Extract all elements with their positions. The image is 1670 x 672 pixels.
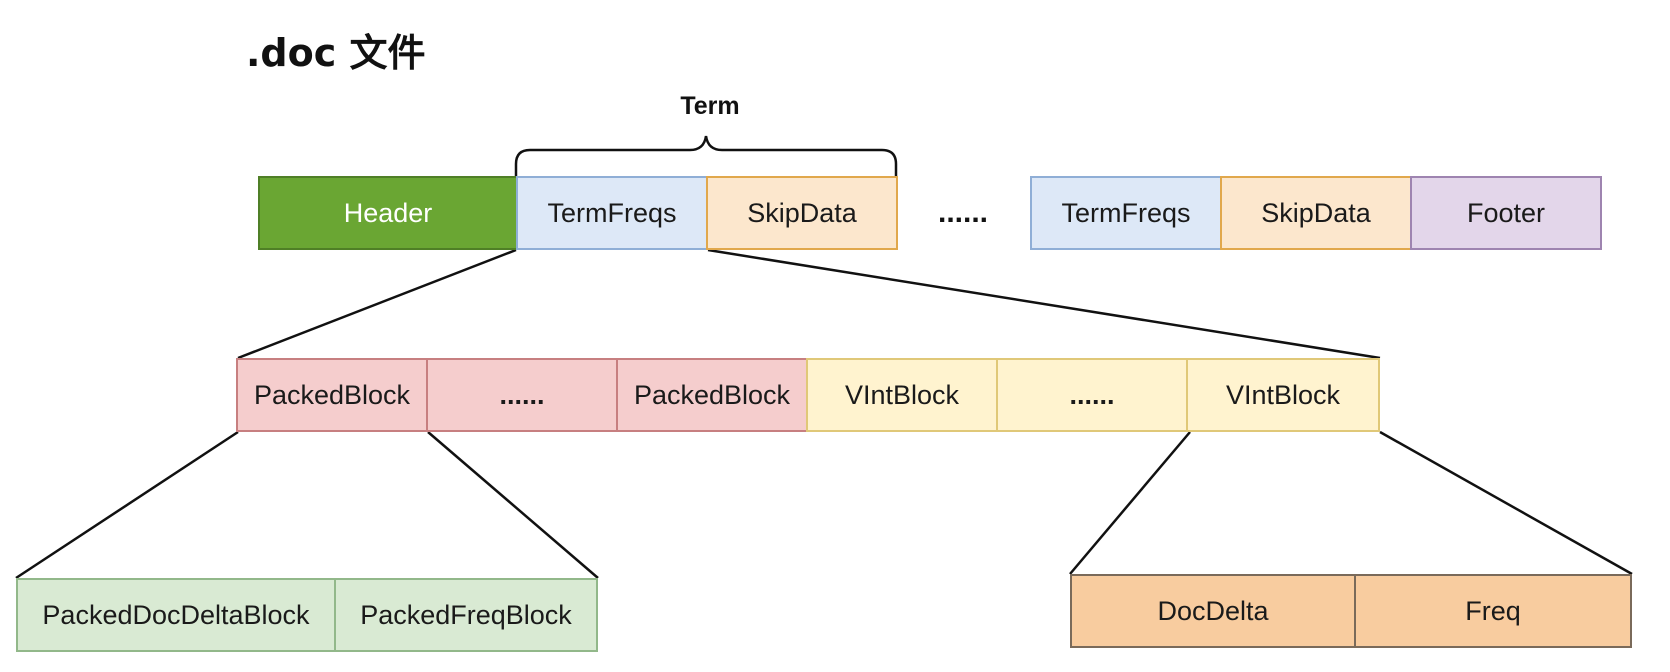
header-block-label: Header — [343, 197, 433, 228]
packed-block-2-label: PackedBlock — [633, 379, 791, 410]
vint-block-ellipsis: ...... — [996, 358, 1188, 432]
term-freqs-block: TermFreqs — [516, 176, 708, 250]
packed-block-ellipsis-label: ...... — [499, 379, 545, 410]
doc-delta-block: DocDelta — [1070, 574, 1356, 648]
vint-block-2: VIntBlock — [1186, 358, 1380, 432]
packed-block-ellipsis: ...... — [426, 358, 618, 432]
top-row-ellipsis: ...... — [938, 196, 989, 229]
doc-delta-label: DocDelta — [1157, 595, 1269, 626]
packed-block-1-label: PackedBlock — [253, 379, 411, 410]
skip-data-block: SkipData — [706, 176, 898, 250]
vint-block-2-label: VIntBlock — [1225, 379, 1341, 410]
freq-label: Freq — [1465, 595, 1521, 626]
footer-label: Footer — [1466, 197, 1546, 228]
term-brace — [514, 135, 898, 176]
packed-block-1: PackedBlock — [236, 358, 428, 432]
skip-data-label-2: SkipData — [1261, 197, 1371, 228]
skip-data-block-2: SkipData — [1220, 176, 1412, 250]
connector-line — [15, 430, 239, 580]
connector-line — [707, 248, 1381, 360]
header-block: Header — [258, 176, 518, 250]
term-label: Term — [680, 92, 740, 120]
freq-block: Freq — [1354, 574, 1632, 648]
packed-freq-block-label: PackedFreqBlock — [360, 599, 572, 630]
vint-block-1: VIntBlock — [806, 358, 998, 432]
footer-block: Footer — [1410, 176, 1602, 250]
term-freqs-label: TermFreqs — [547, 197, 677, 228]
vint-block-ellipsis-label: ...... — [1069, 379, 1115, 410]
packed-doc-delta-block: PackedDocDeltaBlock — [16, 578, 336, 652]
packed-freq-block: PackedFreqBlock — [334, 578, 598, 652]
connector-line — [1069, 431, 1191, 575]
term-freqs-block-2: TermFreqs — [1030, 176, 1222, 250]
vint-block-1-label: VIntBlock — [844, 379, 960, 410]
connector-line — [237, 248, 517, 360]
packed-doc-delta-block-label: PackedDocDeltaBlock — [42, 599, 310, 630]
connector-line — [427, 431, 599, 579]
term-freqs-label-2: TermFreqs — [1061, 197, 1191, 228]
page-title: .doc 文件 — [246, 31, 426, 75]
skip-data-label: SkipData — [747, 197, 857, 228]
packed-block-2: PackedBlock — [616, 358, 808, 432]
connector-line — [1379, 430, 1633, 576]
